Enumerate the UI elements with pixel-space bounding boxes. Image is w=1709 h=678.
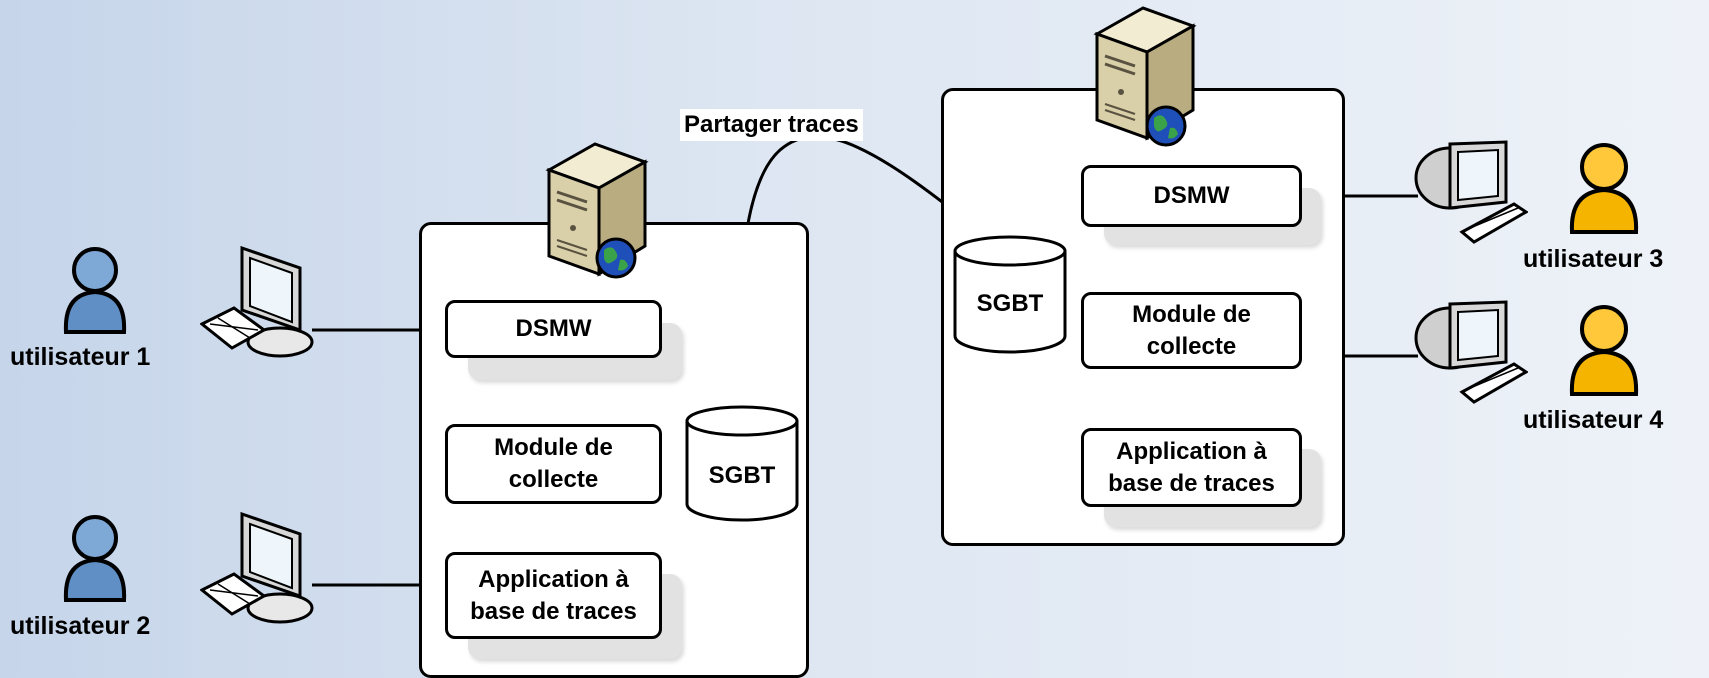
sgbt-label-right: SGBT — [976, 290, 1044, 317]
user-label-2: utilisateur 2 — [10, 612, 151, 640]
database-icon-left — [685, 405, 799, 522]
server-icon-left — [545, 142, 649, 277]
trace-app-box-right: Application à base de traces — [1081, 428, 1302, 507]
globe-icon-left — [595, 237, 637, 279]
computer-icon-2 — [200, 512, 314, 624]
user-icon-3 — [1569, 143, 1639, 234]
computer-icon-4 — [1414, 300, 1528, 404]
trace-app-label-right: Application à base de traces — [1108, 437, 1275, 497]
server-icon-right — [1093, 6, 1197, 141]
trace-app-box-left: Application à base de traces — [445, 552, 662, 639]
collect-module-box-left: Module de collecte — [445, 424, 662, 504]
user-icon-4 — [1569, 305, 1639, 396]
dsmw-box-right: DSMW — [1081, 165, 1302, 227]
collect-module-box-right: Module de collecte — [1081, 292, 1302, 369]
user-icon-1 — [63, 247, 127, 334]
user-label-1: utilisateur 1 — [10, 343, 151, 371]
user-label-4: utilisateur 4 — [1523, 406, 1664, 434]
collect-module-label-left: Module de collecte — [494, 434, 613, 493]
share-traces-label: Partager traces — [680, 109, 863, 141]
user-icon-2 — [63, 515, 127, 602]
computer-icon-3 — [1414, 140, 1528, 244]
sgbt-label-left: SGBT — [708, 462, 776, 489]
dsmw-label-left: DSMW — [515, 315, 592, 342]
computer-icon-1 — [200, 246, 314, 358]
dsmw-label-right: DSMW — [1153, 182, 1230, 209]
collect-module-label-right: Module de collecte — [1132, 300, 1251, 360]
user-label-3: utilisateur 3 — [1523, 245, 1664, 273]
dsmw-box-left: DSMW — [445, 300, 662, 358]
database-icon-right — [953, 235, 1067, 354]
globe-icon-right — [1145, 105, 1187, 147]
trace-app-label-left: Application à base de traces — [470, 565, 637, 625]
